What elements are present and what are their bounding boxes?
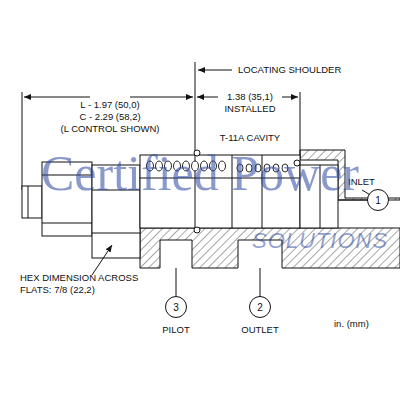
dimension-note: (L CONTROL SHOWN) [60, 123, 159, 135]
callout-circle: 1 [367, 189, 389, 211]
watermark: Certified Power [41, 146, 359, 200]
callout-circle: 2 [249, 296, 271, 318]
hex-note: HEX DIMENSION ACROSS FLATS: 7/8 (22,2) [20, 272, 140, 296]
cavity-label: T-11A CAVITY [220, 132, 280, 144]
dimension-text: L - 1.97 (50,0) [80, 99, 139, 111]
dimension-text: C - 2.29 (58,2) [79, 111, 140, 123]
dimension-note: INSTALLED [224, 103, 275, 115]
callout-circle: 3 [165, 296, 187, 318]
unit-note: in. (mm) [334, 318, 369, 330]
port-name: OUTLET [241, 324, 278, 336]
callout-number: 1 [375, 195, 381, 206]
callout-number: 2 [257, 302, 263, 313]
dimension-text: 1.38 (35,1) [227, 91, 273, 103]
callout-number: 3 [173, 302, 179, 313]
watermark: SOLUTIONS [252, 229, 388, 253]
port-name: PILOT [162, 324, 189, 336]
dimension-note: LOCATING SHOULDER [238, 64, 341, 76]
